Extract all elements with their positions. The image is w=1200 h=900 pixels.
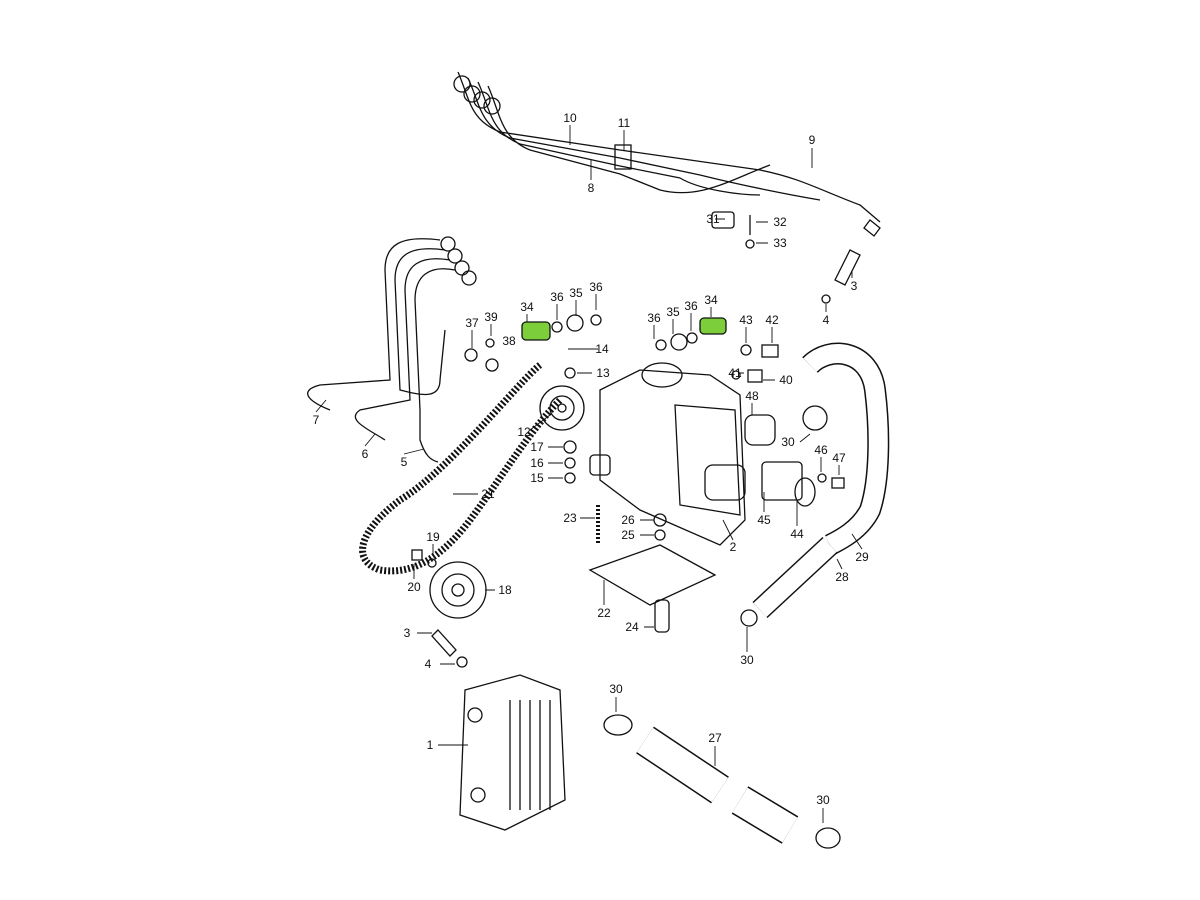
part-label: 43 — [739, 313, 753, 327]
part-label: 6 — [361, 447, 369, 461]
part-label: 5 — [400, 455, 408, 469]
part-label: 3 — [850, 279, 858, 293]
timing-belt — [359, 362, 563, 575]
part-label: 39 — [484, 310, 498, 324]
part-label: 18 — [498, 583, 512, 597]
part-label: 23 — [563, 511, 577, 525]
clamp-31 — [711, 211, 755, 249]
part-label: 36 — [589, 280, 603, 294]
part-label: 1 — [426, 738, 434, 752]
part-label: 26 — [621, 513, 635, 527]
part-label: 32 — [773, 215, 787, 229]
part-label: 46 — [814, 443, 828, 457]
injection-pump — [589, 362, 776, 546]
part-label: 35 — [666, 305, 680, 319]
banjo-bolt-34-left — [521, 321, 551, 341]
part-label: 16 — [530, 456, 544, 470]
part-label: 40 — [779, 373, 793, 387]
actuator-44 — [761, 461, 816, 507]
cylinder-head — [431, 629, 566, 831]
part-label: 8 — [587, 181, 595, 195]
washers — [411, 314, 845, 568]
part-label: 41 — [728, 366, 742, 380]
sprocket-18 — [429, 561, 487, 619]
hose-28 — [740, 536, 838, 627]
part-label: 20 — [407, 580, 421, 594]
part-label: 22 — [597, 606, 611, 620]
part-label: 38 — [502, 334, 516, 348]
part-label: 15 — [530, 471, 544, 485]
cover-plate-22 — [588, 505, 717, 633]
part-label: 30 — [781, 435, 795, 449]
coolant-hose-29 — [802, 342, 890, 555]
part-label: 27 — [708, 731, 722, 745]
part-label: 12 — [517, 425, 531, 439]
injection-lines-left — [307, 236, 477, 463]
part-label: 36 — [684, 299, 698, 313]
part-label: 25 — [621, 528, 635, 542]
part-label: 19 — [426, 530, 440, 544]
injector-nozzle-upper — [821, 249, 861, 304]
part-label: 35 — [569, 286, 583, 300]
part-label: 47 — [832, 451, 846, 465]
part-label: 21 — [481, 487, 495, 501]
part-label: 4 — [424, 657, 432, 671]
part-label: 30 — [740, 653, 754, 667]
part-label: 7 — [312, 413, 320, 427]
part-label: 30 — [816, 793, 830, 807]
part-label: 28 — [835, 570, 849, 584]
part-label: 34 — [704, 293, 718, 307]
part-label: 36 — [647, 311, 661, 325]
part-label: 29 — [855, 550, 869, 564]
part-label: 9 — [808, 133, 816, 147]
part-label: 13 — [596, 366, 610, 380]
part-label: 30 — [609, 682, 623, 696]
banjo-bolt-34-right — [699, 317, 727, 335]
part-label: 42 — [765, 313, 779, 327]
part-label: 34 — [520, 300, 534, 314]
part-label: 10 — [563, 111, 577, 125]
part-label: 3 — [403, 626, 411, 640]
part-label: 31 — [706, 212, 720, 226]
part-label: 37 — [465, 316, 479, 330]
part-label: 14 — [595, 342, 609, 356]
part-label: 36 — [550, 290, 564, 304]
part-label: 4 — [822, 313, 830, 327]
part-label: 17 — [530, 440, 544, 454]
part-label: 11 — [617, 116, 631, 130]
part-label: 48 — [745, 389, 759, 403]
leader-lines — [315, 125, 863, 823]
part-label: 33 — [773, 236, 787, 250]
injection-lines-upper — [453, 71, 881, 237]
part-label: 24 — [625, 620, 639, 634]
part-label: 45 — [757, 513, 771, 527]
part-label: 2 — [729, 540, 737, 554]
part-label: 44 — [790, 527, 804, 541]
sprocket-12 — [539, 385, 585, 431]
hose-27 — [603, 714, 841, 849]
